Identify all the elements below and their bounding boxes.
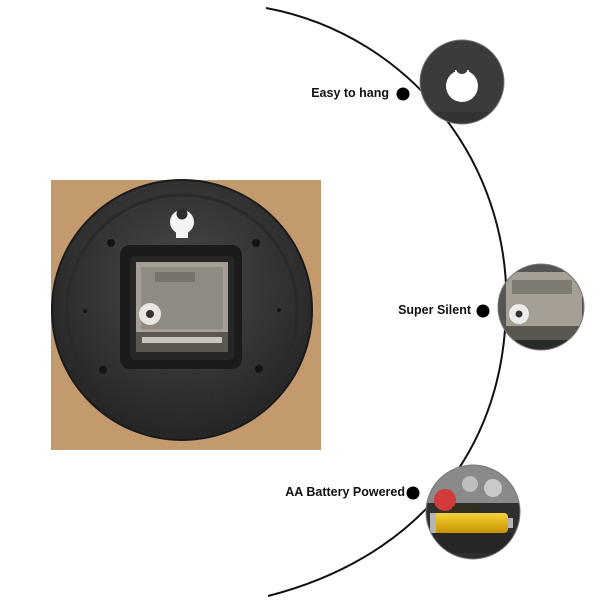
clock-movement bbox=[136, 262, 228, 352]
clock-movement-icon bbox=[498, 264, 584, 350]
feature-label-battery: AA Battery Powered bbox=[285, 485, 405, 499]
feature-dot-silent bbox=[476, 304, 490, 318]
feature-label-silent: Super Silent bbox=[398, 303, 471, 317]
keyhole-hanger bbox=[170, 208, 194, 238]
feature-dot-battery bbox=[406, 486, 420, 500]
feature-label-hang: Easy to hang bbox=[311, 86, 389, 100]
battery-brand-text: MOTOMA bbox=[452, 507, 482, 513]
aa-battery-icon bbox=[426, 465, 520, 559]
clock-back bbox=[51, 179, 313, 441]
feature-dot-hang bbox=[396, 87, 410, 101]
